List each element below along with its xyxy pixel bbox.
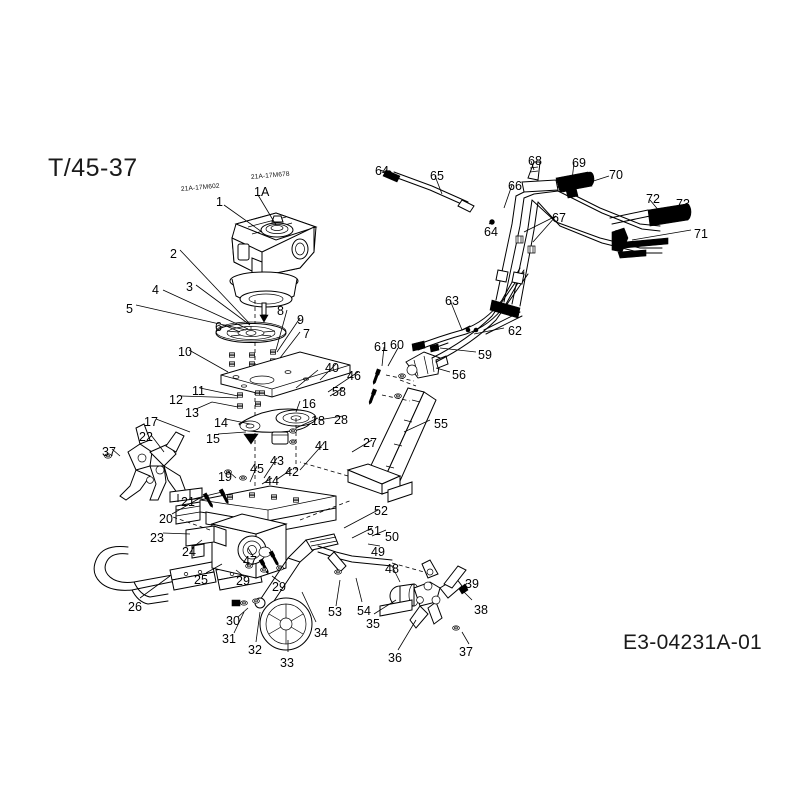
callout-55: 55 (434, 417, 448, 431)
deck-plate-10 (220, 351, 351, 398)
callout-68: 68 (528, 154, 542, 168)
callout-9: 9 (297, 313, 304, 327)
callout-37-b: 37 (459, 645, 473, 659)
callout-59: 59 (478, 348, 492, 362)
callout-4: 4 (152, 283, 159, 297)
callout-25: 25 (194, 573, 208, 587)
callout-42: 42 (285, 465, 299, 479)
callout-50: 50 (385, 530, 399, 544)
callout-31: 31 (222, 632, 236, 646)
callout-65: 65 (430, 169, 444, 183)
callout-16: 16 (302, 397, 316, 411)
callout-11: 11 (192, 384, 205, 398)
callout-38: 38 (474, 603, 488, 617)
callout-1: 1 (216, 195, 223, 209)
page-title: T/45-37 (48, 154, 138, 182)
callout-1A: 1A (254, 185, 270, 199)
callout-67: 67 (552, 211, 566, 225)
callout-23: 23 (150, 531, 164, 545)
callout-30: 30 (226, 614, 240, 628)
handlebar-assembly (382, 161, 692, 335)
callout-12: 12 (169, 393, 183, 407)
engine-assembly (229, 212, 318, 323)
right-tine-assembly (379, 559, 469, 631)
callout-18: 18 (311, 414, 325, 428)
callout-7: 7 (303, 327, 310, 341)
main-frame (169, 469, 353, 579)
callout-51: 51 (367, 524, 381, 538)
callout-32: 32 (248, 643, 262, 657)
callout-73: 73 (676, 197, 690, 211)
callout-52: 52 (374, 504, 388, 518)
callout-62: 62 (508, 324, 522, 338)
callout-41: 41 (315, 439, 329, 453)
callout-26: 26 (128, 600, 142, 614)
callout-58: 58 (332, 385, 346, 399)
callout-8: 8 (277, 304, 284, 318)
callout-44: 44 (265, 474, 279, 488)
callout-13: 13 (185, 406, 199, 420)
callout-37: 37 (102, 445, 116, 459)
callout-43: 43 (270, 454, 284, 468)
leader-lines (111, 160, 692, 652)
callout-6: 6 (215, 320, 222, 334)
callout-63: 63 (445, 294, 459, 308)
callout-29-b: 29 (272, 580, 286, 594)
callout-66: 66 (508, 179, 522, 193)
callout-14: 14 (214, 416, 228, 430)
callout-10: 10 (178, 345, 192, 359)
callout-17: 17 (144, 415, 158, 429)
callout-53: 53 (328, 605, 342, 619)
callout-15: 15 (206, 432, 220, 446)
callout-56: 56 (452, 368, 466, 382)
callout-2: 2 (170, 247, 177, 261)
callout-69: 69 (572, 156, 586, 170)
callout-70: 70 (609, 168, 623, 182)
callout-64: 64 (375, 164, 389, 178)
part-number: E3-04231A-01 (623, 631, 763, 654)
callout-34: 34 (314, 626, 328, 640)
callout-5: 5 (126, 302, 133, 316)
left-tine-assembly (104, 423, 203, 503)
callout-40: 40 (325, 361, 339, 375)
callout-60: 60 (390, 338, 404, 352)
callout-35: 35 (366, 617, 380, 631)
callout-21: 21 (181, 495, 195, 509)
callout-64-b: 64 (484, 225, 498, 239)
callout-24: 24 (182, 545, 196, 559)
callout-39: 39 (465, 577, 479, 591)
callout-27: 27 (363, 436, 377, 450)
callout-3: 3 (186, 280, 193, 294)
callout-36: 36 (388, 651, 402, 665)
callout-49: 49 (371, 545, 385, 559)
callout-61: 61 (374, 340, 388, 354)
callout-19: 19 (218, 470, 232, 484)
callout-28: 28 (334, 413, 348, 427)
callout-20: 20 (159, 512, 173, 526)
fastener-group-mid (237, 390, 265, 409)
callout-71: 71 (694, 227, 708, 241)
callout-54: 54 (357, 604, 371, 618)
callout-22: 22 (139, 430, 153, 444)
callout-45: 45 (250, 462, 264, 476)
arm-14-pulley-16 (238, 408, 317, 470)
callout-33: 33 (280, 656, 294, 670)
wheel-assembly (231, 533, 425, 651)
callout-72: 72 (646, 192, 660, 206)
callout-47: 47 (243, 554, 257, 568)
diagonal-beam-55 (299, 351, 449, 503)
fastener-group-57 (367, 368, 415, 406)
callout-48: 48 (385, 562, 399, 576)
callout-29: 29 (236, 574, 250, 588)
callout-46: 46 (347, 369, 361, 383)
